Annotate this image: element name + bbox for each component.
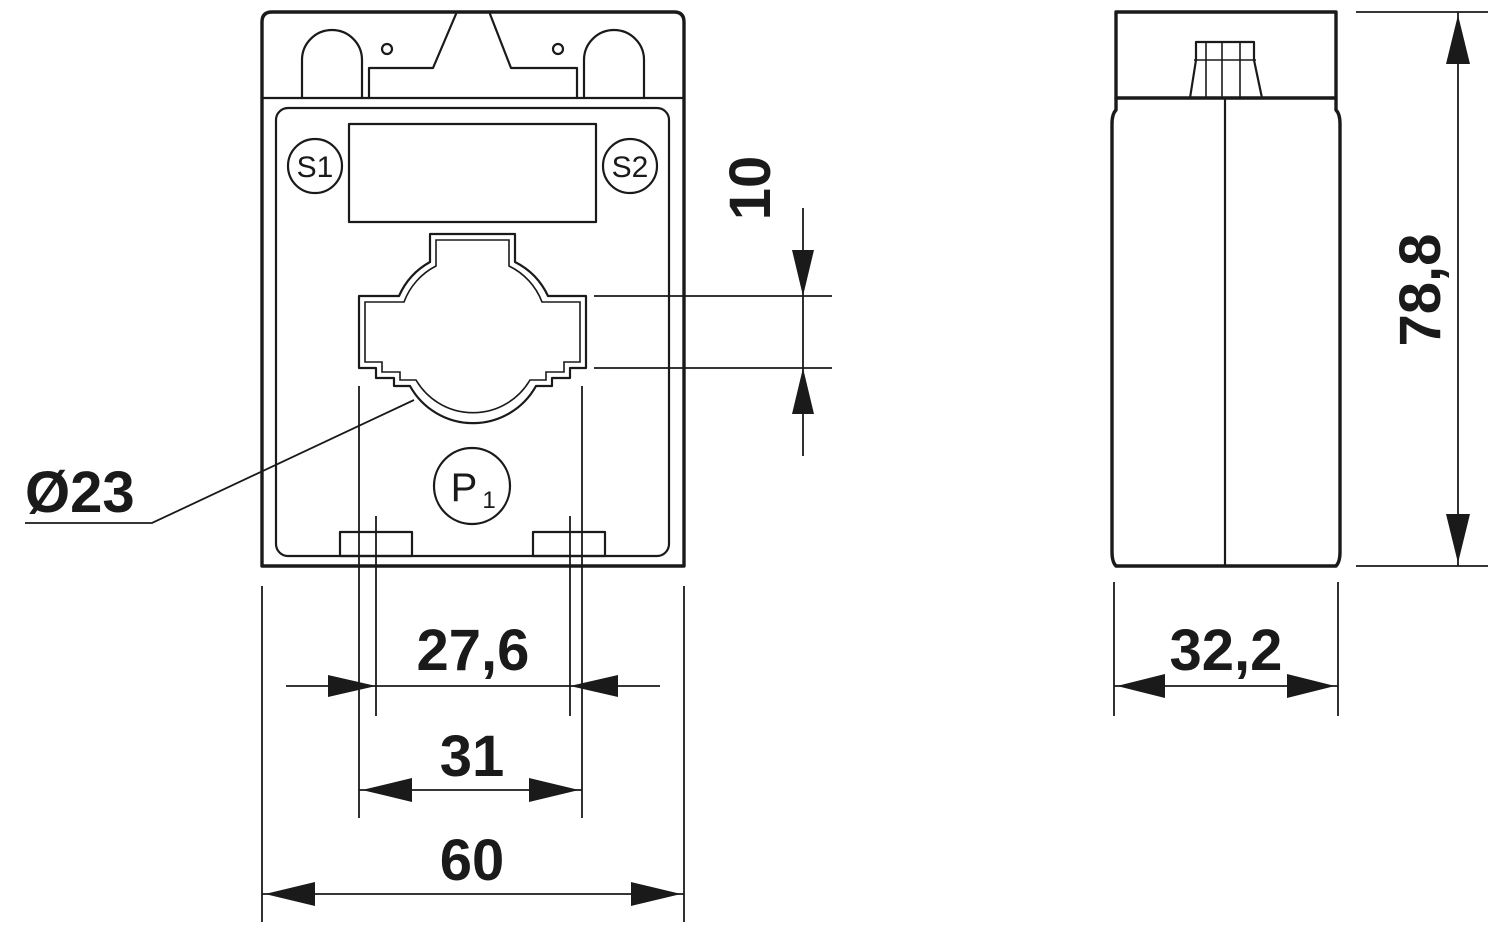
front-inner-panel xyxy=(274,106,671,558)
side-clip xyxy=(1188,40,1264,100)
conductor-window xyxy=(357,232,588,425)
terminal-p-subscript: 1 xyxy=(482,487,495,514)
screw-hole-left xyxy=(380,42,394,56)
dim-60-label: 60 xyxy=(440,828,505,893)
side-cap xyxy=(1114,10,1338,100)
dim-diameter: Ø23 xyxy=(25,399,415,525)
side-view xyxy=(1110,10,1342,568)
terminal-s1: S1 xyxy=(286,137,344,195)
dim-diameter-label: Ø23 xyxy=(25,460,135,525)
terminal-s1-label: S1 xyxy=(297,151,334,184)
dim-27-6-label: 27,6 xyxy=(417,618,530,683)
dim-60: 60 xyxy=(262,828,684,906)
dimensions: 27,6 31 60 Ø23 10 xyxy=(25,11,1488,922)
dim-10-label: 10 xyxy=(718,156,783,221)
front-housing-outline xyxy=(260,10,686,568)
top-slot-right xyxy=(582,28,646,100)
dim-31: 31 xyxy=(359,724,582,802)
top-clip xyxy=(367,12,579,100)
dim-31-label: 31 xyxy=(440,724,505,789)
terminal-p1: P 1 xyxy=(432,446,512,526)
dim-78-8-label: 78,8 xyxy=(1388,234,1453,347)
dim-27-6: 27,6 xyxy=(286,618,660,697)
terminal-s2-label: S2 xyxy=(612,151,649,184)
dim-10: 10 xyxy=(594,156,832,456)
terminal-s2: S2 xyxy=(601,137,659,195)
dim-78-8: 78,8 xyxy=(1356,11,1488,567)
terminal-p-label: P xyxy=(451,466,478,510)
front-view: S1 S2 P 1 xyxy=(260,10,686,568)
top-slot-left xyxy=(300,28,364,100)
conductor-window-inner xyxy=(364,239,581,414)
label-window xyxy=(347,122,598,224)
foot-right xyxy=(531,530,607,558)
screw-hole-right xyxy=(551,42,565,56)
dim-32-2: 32,2 xyxy=(1113,582,1339,716)
dim-32-2-label: 32,2 xyxy=(1170,618,1283,683)
